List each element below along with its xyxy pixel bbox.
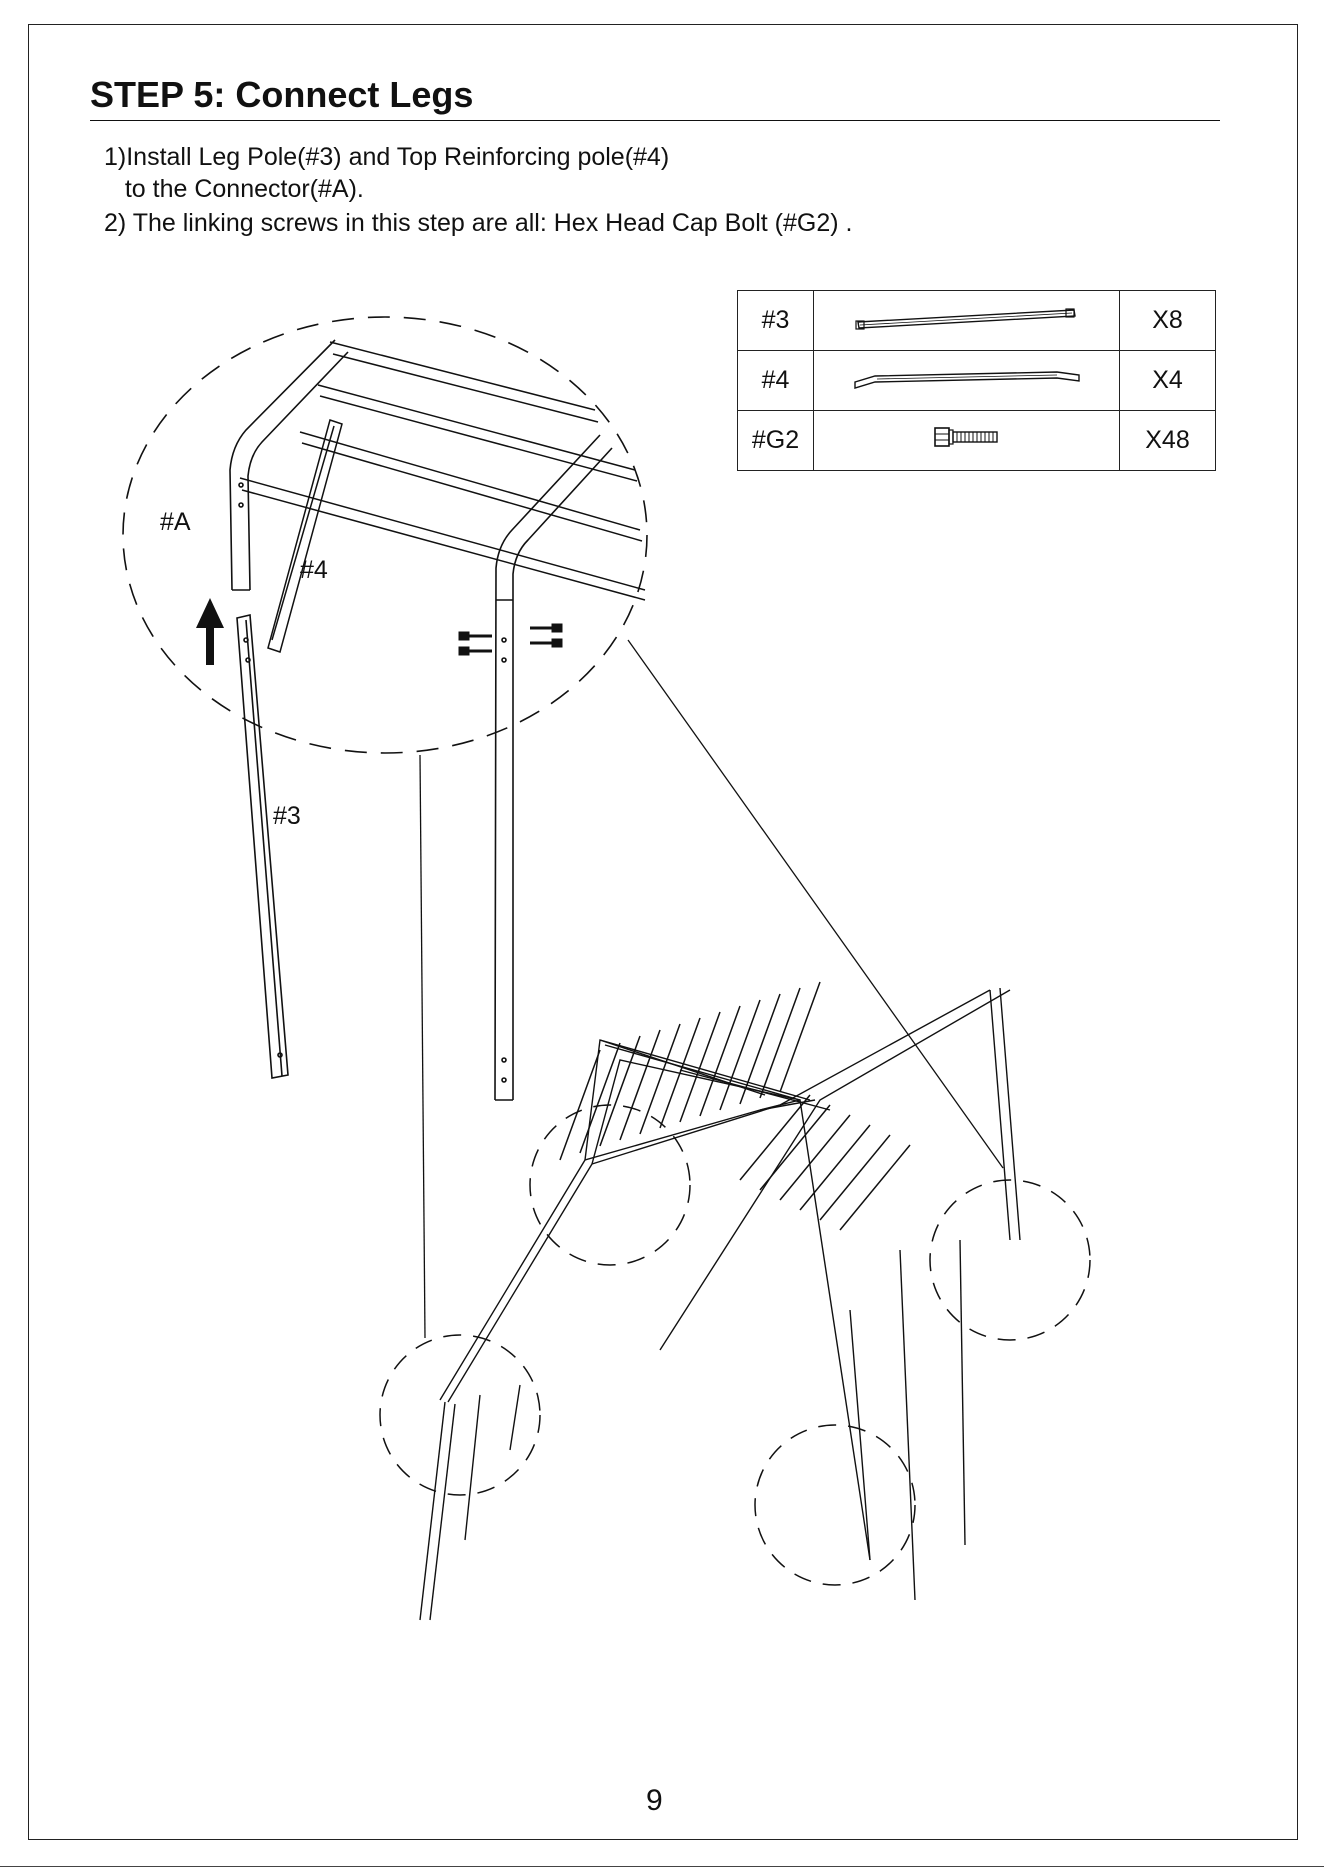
- connector-label: #A: [160, 508, 191, 537]
- callout-circles: [380, 1105, 1090, 1585]
- leg-pole-label: #3: [273, 802, 301, 831]
- assembled-frame: [420, 988, 1020, 1620]
- leader-line-left: [420, 755, 425, 1338]
- frame-roof-ribs: [560, 982, 910, 1230]
- bolt-group: [459, 624, 562, 655]
- leg-pole-left: [237, 615, 288, 1078]
- detail-circle: [123, 317, 647, 753]
- bottom-divider: [0, 1866, 1324, 1867]
- reinforcing-pole: [268, 420, 342, 652]
- leader-line-right: [628, 640, 1003, 1168]
- page-number: 9: [646, 1784, 663, 1818]
- insert-arrow: [196, 598, 224, 665]
- reinforcing-pole-label: #4: [300, 556, 328, 585]
- connector-right: [495, 435, 612, 1100]
